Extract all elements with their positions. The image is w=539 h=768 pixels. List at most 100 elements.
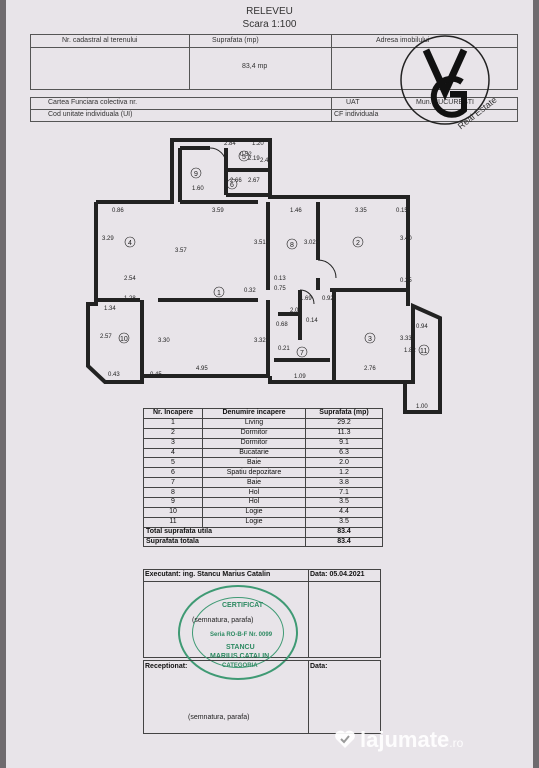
dim-label: 2.40 <box>260 158 272 164</box>
dim-label: 1.28 <box>124 296 136 302</box>
document-scale: Scara 1:100 <box>242 19 297 30</box>
dim-label: 2.84 <box>224 141 236 147</box>
stamp-serie: Seria RO-B-F Nr. 0099 <box>210 632 273 638</box>
col-header: Nr. Incapere <box>143 408 203 419</box>
watermark-brand: lajumate <box>360 727 450 752</box>
room-number: 4 <box>128 240 132 247</box>
room-number: 1 <box>217 290 221 297</box>
area-label: Suprafata (mp) <box>212 37 259 44</box>
uat-label: UAT <box>346 99 360 106</box>
floor-plan: 2.84 1.20 2.19 2.40 2.66 2.67 1.60 3.59 … <box>86 138 442 414</box>
dim-label: 0.13 <box>274 276 286 282</box>
areas-table: Nr. Incapere Denumire incapere Suprafata… <box>143 408 383 548</box>
dim-label: 3.57 <box>175 248 187 254</box>
dim-label: 1.82 <box>404 348 416 354</box>
dim-label: 0.68 <box>276 322 288 328</box>
dim-label: 0.92 <box>322 296 334 302</box>
dim-label: 2.00 <box>290 308 302 314</box>
dim-label: 0.86 <box>112 208 124 214</box>
dim-label: 3.35 <box>355 208 367 214</box>
lajumate-watermark: lajumate.ro <box>360 727 463 753</box>
receptionat-date: Data: <box>310 663 328 670</box>
header-table <box>30 34 518 90</box>
executant-date: Data: 05.04.2021 <box>310 571 365 578</box>
cf-individual-label: CF individuala <box>334 111 379 118</box>
dim-label: 2.19 <box>248 156 260 162</box>
dim-label: 0.75 <box>274 286 286 292</box>
dim-label: 3.32 <box>254 338 266 344</box>
sign-note-2: (semnatura, parafa) <box>188 714 250 721</box>
uat-value: Mun. BUCURESTI <box>416 99 474 106</box>
room-number: 8 <box>290 242 294 249</box>
area-value: 83,4 mp <box>242 63 268 70</box>
dim-label: 1.20 <box>252 141 264 147</box>
dim-label: 2.54 <box>124 276 136 282</box>
dim-label: 3.30 <box>158 338 170 344</box>
dim-label: 3.29 <box>102 236 114 242</box>
dim-label: 3.33 <box>400 336 412 342</box>
room-number: 11 <box>420 348 427 355</box>
sign-note: (semnatura, parafa) <box>192 617 254 624</box>
receptionat-label: Receptionat: <box>145 663 188 670</box>
dim-label: 1.46 <box>290 208 302 214</box>
room-number: 2 <box>356 240 360 247</box>
dim-label: 3.02 <box>304 240 316 246</box>
engineer-stamp <box>178 585 298 680</box>
dim-label: 3.51 <box>254 240 266 246</box>
dim-label: 3.59 <box>212 208 224 214</box>
document-title: RELEVEU <box>246 6 293 17</box>
address-label: Adresa imobilului <box>376 37 430 44</box>
dim-label: 0.21 <box>278 346 290 352</box>
dim-label: 3.40 <box>400 236 412 242</box>
header-table-lower <box>30 97 518 122</box>
dim-label: 0.94 <box>416 324 428 330</box>
dim-label: 0.32 <box>244 288 256 294</box>
room-number: 9 <box>194 171 198 178</box>
dim-label: 1.60 <box>192 186 204 192</box>
stamp-name-1: STANCU <box>226 644 255 651</box>
dim-label: 2.57 <box>100 334 112 340</box>
room-number: 10 <box>120 336 128 343</box>
vg-real-estate-logo: Real Estate <box>398 30 499 131</box>
room-number: 7 <box>300 350 304 357</box>
heart-icon <box>335 730 355 748</box>
dim-label: 0.43 <box>108 372 120 378</box>
receptionat-box <box>143 660 381 734</box>
room-number: 5 <box>242 154 246 161</box>
dim-label: 1.69 <box>300 296 312 302</box>
dim-label: 0.45 <box>150 372 162 378</box>
room-number: 3 <box>368 336 372 343</box>
cadastral-label: Nr. cadastral al terenului <box>62 37 138 44</box>
stamp-name-2: MARIUS CATALIN <box>210 653 270 660</box>
dim-label: 1.00 <box>416 404 428 410</box>
col-header: Suprafata (mp) <box>305 408 383 419</box>
room-number: 6 <box>230 182 234 189</box>
col-header: Denumire incapere <box>202 408 306 419</box>
dim-label: 2.76 <box>364 366 376 372</box>
dim-label: 1.09 <box>294 374 306 380</box>
dim-label: 2.67 <box>248 178 260 184</box>
stamp-certificate: CERTIFICAT <box>222 602 264 609</box>
executant-label: Executant: ing. Stancu Marius Catalin <box>145 571 271 578</box>
cf-label: Cartea Funciara colectiva nr. <box>48 99 138 106</box>
dim-label: 0.52 <box>240 152 252 158</box>
dim-label: 0.14 <box>306 318 318 324</box>
watermark-tld: .ro <box>449 736 464 750</box>
stamp-category: CATEGORIA <box>222 663 258 669</box>
dim-label: 1.34 <box>104 306 116 312</box>
dim-label: 0.25 <box>400 278 412 284</box>
dim-label: 4.95 <box>196 366 208 372</box>
dim-label: 0.15 <box>396 208 408 214</box>
